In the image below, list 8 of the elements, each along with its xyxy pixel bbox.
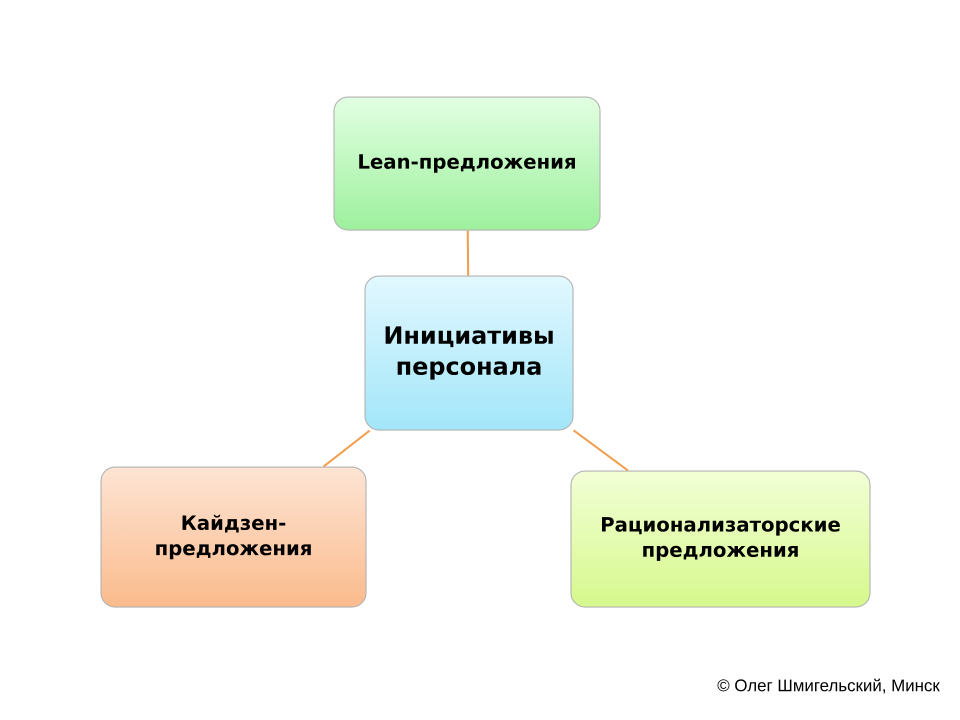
copyright-note: © Олег Шмигельский, Минск bbox=[718, 678, 940, 694]
process-box: Рационализаторские предложения bbox=[570, 470, 871, 608]
connector-line bbox=[572, 429, 628, 472]
connector-line bbox=[323, 430, 370, 468]
connector-line bbox=[466, 230, 470, 276]
process-box: Кайдзен-предложения bbox=[100, 466, 367, 608]
process-box: Инициативы персонала bbox=[364, 275, 574, 431]
process-box: Lean-предложения bbox=[333, 96, 601, 231]
